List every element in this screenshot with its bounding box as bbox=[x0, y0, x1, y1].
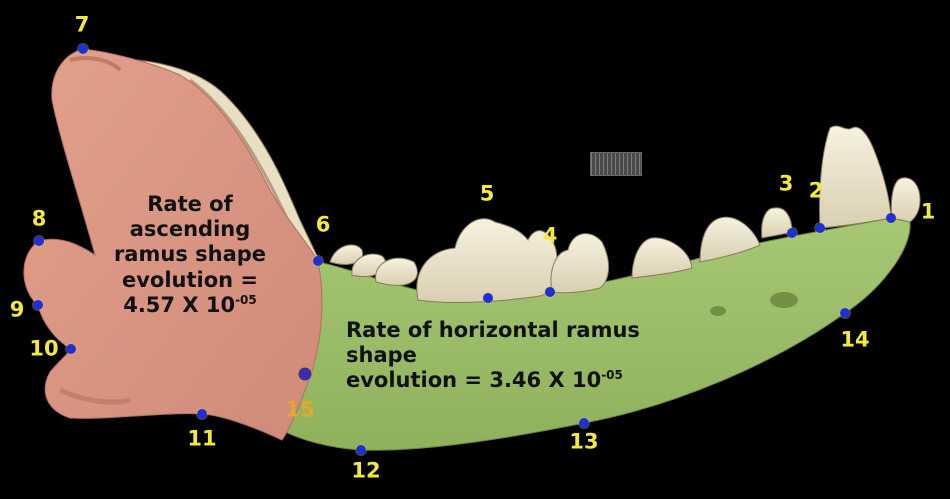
landmark-point-3 bbox=[787, 228, 797, 238]
ascending-rate-exponent: -05 bbox=[235, 292, 257, 307]
landmark-point-8 bbox=[34, 236, 44, 246]
landmark-label-3: 3 bbox=[778, 171, 794, 196]
ascending-ramus-region bbox=[23, 48, 323, 441]
landmark-label-4: 4 bbox=[542, 223, 558, 248]
ascending-ramus-rate-label: Rate of ascending ramus shape evolution … bbox=[100, 192, 280, 318]
landmark-label-6: 6 bbox=[315, 212, 331, 237]
horizontal-rate-line-1: Rate of horizontal ramus shape bbox=[346, 318, 640, 368]
ascending-rate-line-2: ascending bbox=[129, 217, 251, 242]
horizontal-rate-mantissa: evolution = 3.46 X 10 bbox=[346, 368, 602, 393]
landmark-point-13 bbox=[579, 418, 589, 428]
scale-bar bbox=[590, 152, 642, 176]
landmark-point-15 bbox=[298, 367, 312, 381]
landmark-label-5: 5 bbox=[479, 181, 495, 206]
ascending-rate-line-1: Rate of bbox=[147, 192, 233, 216]
landmark-label-11: 11 bbox=[187, 426, 217, 451]
landmark-label-13: 13 bbox=[569, 429, 599, 454]
landmark-point-6 bbox=[313, 256, 323, 266]
landmark-label-7: 7 bbox=[74, 12, 90, 37]
teeth bbox=[329, 125, 921, 304]
landmark-label-2: 2 bbox=[808, 178, 824, 203]
horizontal-ramus-rate-label: Rate of horizontal ramus shape evolution… bbox=[346, 318, 676, 394]
ascending-rate-value: 4.57 X 10-05 bbox=[100, 293, 280, 318]
landmark-label-12: 12 bbox=[351, 458, 381, 483]
landmark-point-5 bbox=[483, 293, 493, 303]
landmark-point-14 bbox=[840, 308, 850, 318]
landmark-label-9: 9 bbox=[9, 297, 25, 322]
horizontal-rate-line-2: evolution = 3.46 X 10-05 bbox=[346, 368, 676, 393]
landmark-label-15: 15 bbox=[285, 397, 315, 422]
ascending-rate-line-4: evolution = bbox=[121, 267, 259, 292]
landmark-point-10 bbox=[66, 344, 76, 354]
ascending-rate-mantissa: 4.57 X 10 bbox=[123, 292, 236, 317]
landmark-label-8: 8 bbox=[31, 206, 47, 231]
horizontal-rate-exponent: -05 bbox=[601, 368, 623, 383]
landmark-point-1 bbox=[886, 213, 896, 223]
landmark-point-9 bbox=[33, 300, 43, 310]
ascending-rate-line-3: ramus shape bbox=[113, 242, 267, 267]
landmark-point-7 bbox=[78, 44, 88, 54]
landmark-label-1: 1 bbox=[920, 199, 936, 224]
landmark-label-10: 10 bbox=[29, 336, 59, 361]
landmark-label-14: 14 bbox=[840, 327, 870, 352]
landmark-point-2 bbox=[815, 223, 825, 233]
landmark-point-11 bbox=[197, 409, 207, 419]
landmark-point-12 bbox=[356, 445, 366, 455]
landmark-point-4 bbox=[545, 287, 555, 297]
